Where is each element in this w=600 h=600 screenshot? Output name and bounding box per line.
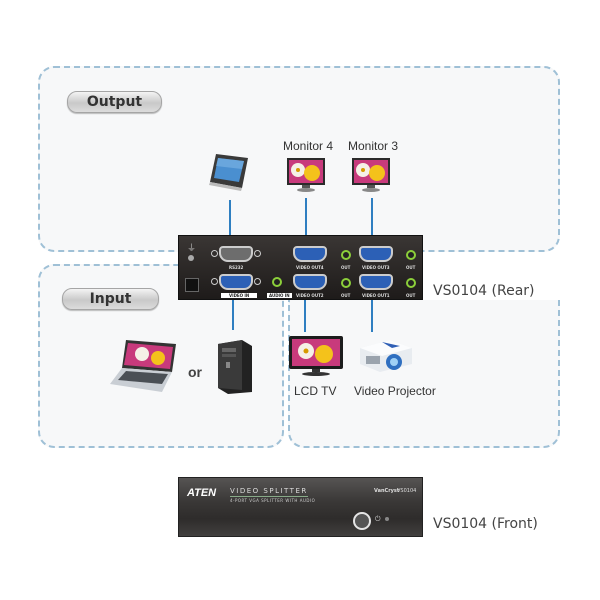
wire-monitor4 [305, 198, 307, 236]
screw-icon [188, 255, 194, 261]
video-in-port[interactable] [219, 274, 253, 290]
out1-label: OUT [406, 293, 416, 298]
rs232-port[interactable] [219, 246, 253, 262]
video-out1-port[interactable] [359, 274, 393, 290]
wire-input [232, 300, 234, 330]
output-lower-panel [288, 300, 560, 448]
monitor4-icon [286, 157, 326, 193]
power-button[interactable] [353, 512, 371, 530]
projector-label: Video Projector [354, 384, 436, 398]
video-out4-port[interactable] [293, 246, 327, 262]
or-label: or [188, 364, 202, 380]
front-panel: ATEN VIDEO SPLITTER 4-PORT VGA SPLITTER … [178, 477, 423, 537]
video-out3-port[interactable] [359, 246, 393, 262]
rs232-screw-right [254, 250, 261, 257]
rear-model-label: VS0104 (Rear) [433, 283, 535, 299]
brand-logo: ATEN [187, 487, 217, 499]
audio-out4-jack[interactable] [341, 250, 351, 260]
out3-label: OUT [406, 265, 416, 270]
series-label: VanCryst [374, 488, 400, 494]
wire-tablet [229, 200, 231, 236]
out4-label: OUT [341, 265, 351, 270]
power-jack[interactable] [185, 278, 199, 292]
video-out2-port[interactable] [293, 274, 327, 290]
model-label-front: VS0104 [397, 488, 417, 494]
audio-in-label: AUDIO IN [267, 293, 292, 298]
videoin-screw-left [211, 278, 218, 285]
out2-label: OUT [341, 293, 351, 298]
monitor3-label: Monitor 3 [348, 139, 399, 153]
video-in-label: VIDEO IN [221, 293, 258, 298]
power-icon: ⏻ [375, 515, 381, 523]
monitor4-label: Monitor 4 [283, 139, 334, 153]
ground-icon: ⏚ [187, 244, 197, 254]
video-out1-label: VIDEO OUT1 [362, 293, 390, 298]
output-label: Output [67, 91, 162, 113]
monitor3-icon [351, 157, 391, 193]
video-out3-label: VIDEO OUT3 [362, 265, 390, 270]
audio-in-jack[interactable] [272, 277, 282, 287]
video-out4-label: VIDEO OUT4 [296, 265, 324, 270]
audio-out3-jack[interactable] [406, 250, 416, 260]
lcd-tv-label: LCD TV [294, 384, 337, 398]
videoin-screw-right [254, 278, 261, 285]
audio-out1-jack[interactable] [406, 278, 416, 288]
audio-out2-jack[interactable] [341, 278, 351, 288]
product-title: VIDEO SPLITTER [230, 487, 308, 497]
touch-panel-icon [208, 150, 252, 192]
wire-projector [371, 300, 373, 332]
video-out2-label: VIDEO OUT2 [296, 293, 324, 298]
input-label: Input [62, 288, 159, 310]
desktop-pc-icon [216, 338, 254, 394]
wire-monitor3 [371, 198, 373, 236]
laptop-icon [110, 338, 182, 394]
front-model-label: VS0104 (Front) [433, 516, 538, 532]
rs232-label: RS232 [229, 265, 244, 270]
wire-lcdtv [304, 300, 306, 332]
lcd-tv-icon [288, 335, 344, 377]
rear-panel: ⏚ RS232 VIDEO IN AUDIO IN VIDEO OUT4 OUT… [178, 235, 423, 300]
power-led [385, 517, 389, 521]
rs232-screw-left [211, 250, 218, 257]
product-subtitle: 4-PORT VGA SPLITTER WITH AUDIO [230, 498, 316, 503]
video-projector-icon [356, 336, 414, 376]
